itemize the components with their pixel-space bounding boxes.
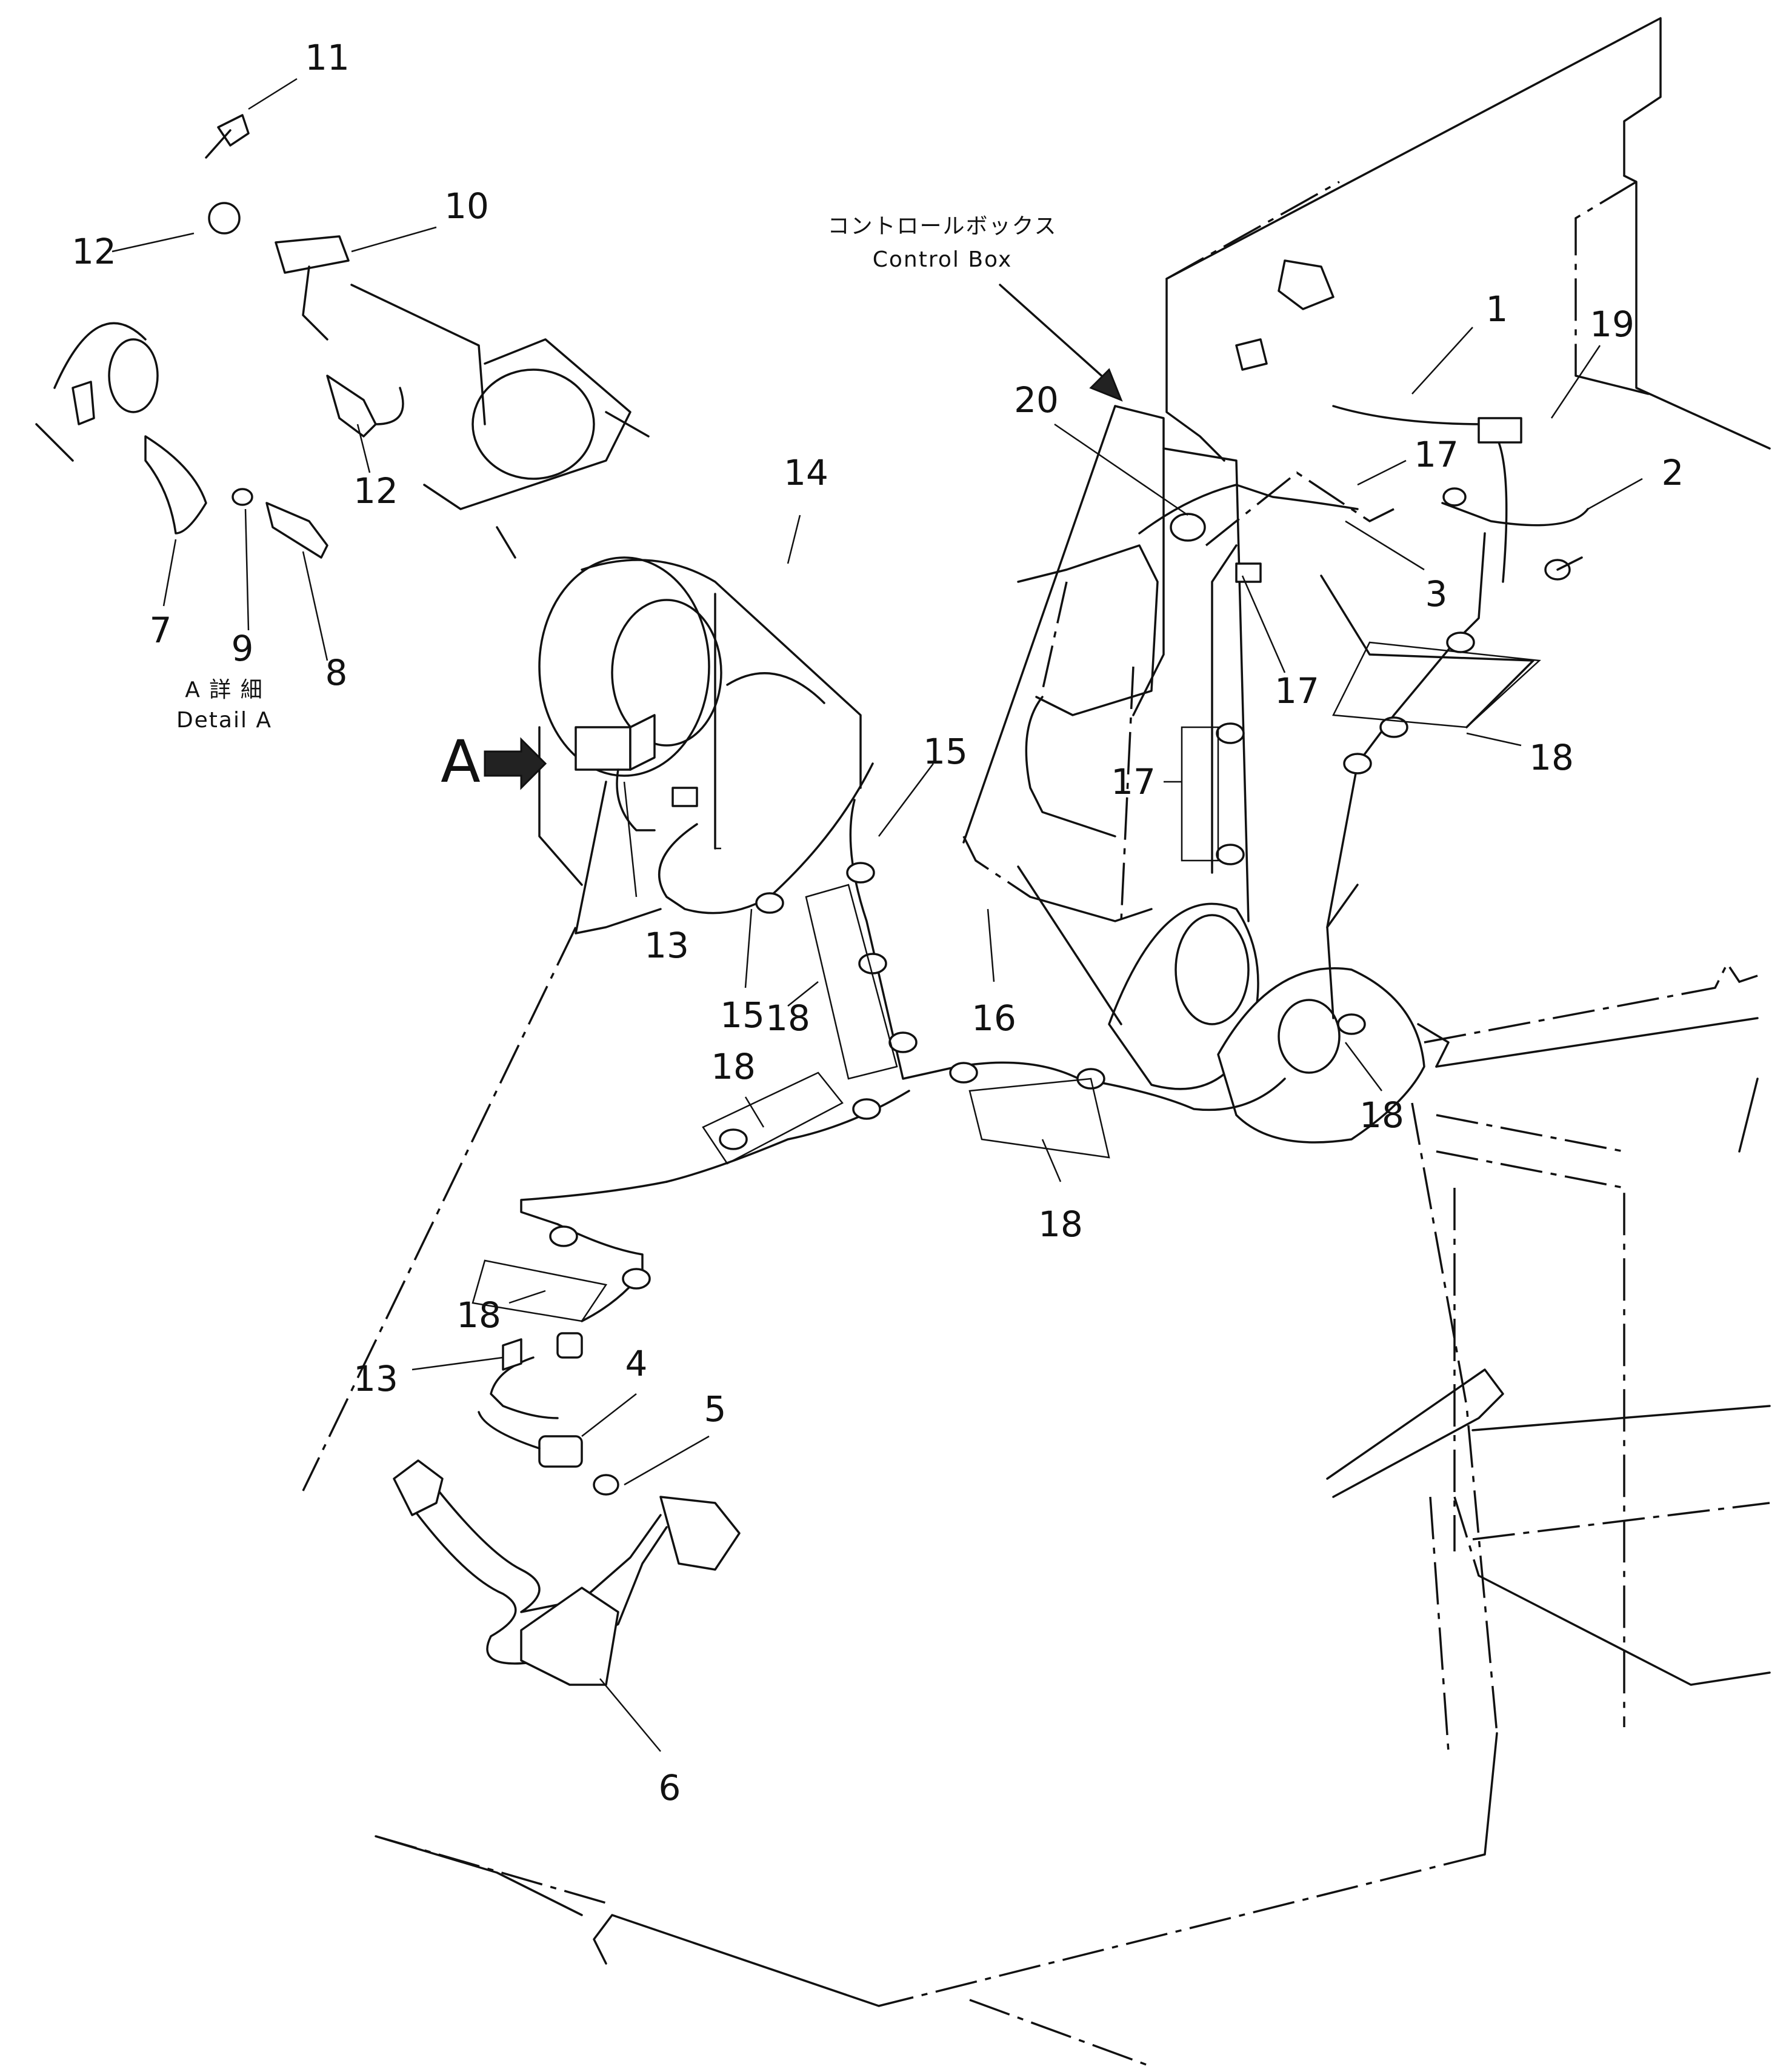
callout-10: 10 <box>444 185 489 227</box>
right-drum-housing <box>1017 865 1425 1144</box>
callout-8: 8 <box>325 652 348 693</box>
control-box <box>962 405 1534 922</box>
callout-19: 19 <box>1590 304 1634 345</box>
switch-parts <box>478 714 698 1496</box>
control-box-arrowhead-icon <box>1089 368 1123 402</box>
callout-6: 6 <box>659 1767 681 1808</box>
callout-18-mid: 18 <box>711 1046 756 1087</box>
detail-a-caption-jp: A 詳 細 <box>185 678 264 702</box>
callout-18-drum: 18 <box>1359 1094 1404 1136</box>
callout-13-bottom: 13 <box>353 1358 398 1399</box>
group-brackets <box>471 641 1541 1322</box>
callout-15-top: 15 <box>923 731 968 772</box>
pipe-assembly <box>393 1459 741 1686</box>
callout-17-top: 17 <box>1414 434 1459 475</box>
clamps <box>549 417 1522 1290</box>
detail-a-caption-en: Detail A <box>176 708 272 733</box>
control-box-caption-en: Control Box <box>873 247 1013 272</box>
callout-18-low: 18 <box>456 1294 501 1336</box>
terminal-detail <box>1235 259 1583 581</box>
callout-14: 14 <box>784 452 828 493</box>
view-arrow-icon <box>484 737 547 790</box>
callout-17-left: 17 <box>1111 761 1156 802</box>
callout-18-right: 18 <box>1529 737 1574 778</box>
left-drum-housing <box>538 556 862 886</box>
callout-12-wire: 12 <box>353 470 398 511</box>
callout-1: 1 <box>1486 288 1508 330</box>
machine-frame-outline <box>302 17 1771 2068</box>
callout-4: 4 <box>625 1343 648 1384</box>
leader-lines <box>112 78 1643 1752</box>
control-box-arrow <box>999 284 1116 389</box>
control-box-caption-jp: コントロールボックス <box>828 214 1058 239</box>
callout-3: 3 <box>1425 573 1448 615</box>
callout-18-bottom: 18 <box>1038 1204 1083 1245</box>
callout-18-left: 18 <box>765 998 810 1039</box>
callout-20: 20 <box>1014 379 1059 421</box>
view-marker-label: A <box>441 728 481 796</box>
detail-a-drawing <box>35 114 650 559</box>
callout-5: 5 <box>704 1388 727 1430</box>
callout-15-bottom: 15 <box>720 994 765 1036</box>
callout-labels: 11 10 12 12 7 9 8 14 20 1 19 17 2 3 17 1… <box>72 37 1684 1808</box>
callout-11: 11 <box>305 37 350 78</box>
callout-12-nut: 12 <box>72 231 116 272</box>
callout-7: 7 <box>150 610 172 651</box>
callout-13-top: 13 <box>644 925 689 966</box>
wiring-harness <box>490 405 1589 1419</box>
callout-17-mid: 17 <box>1275 670 1319 711</box>
callout-2: 2 <box>1662 452 1684 493</box>
callout-9: 9 <box>232 628 254 669</box>
callout-16: 16 <box>971 998 1016 1039</box>
